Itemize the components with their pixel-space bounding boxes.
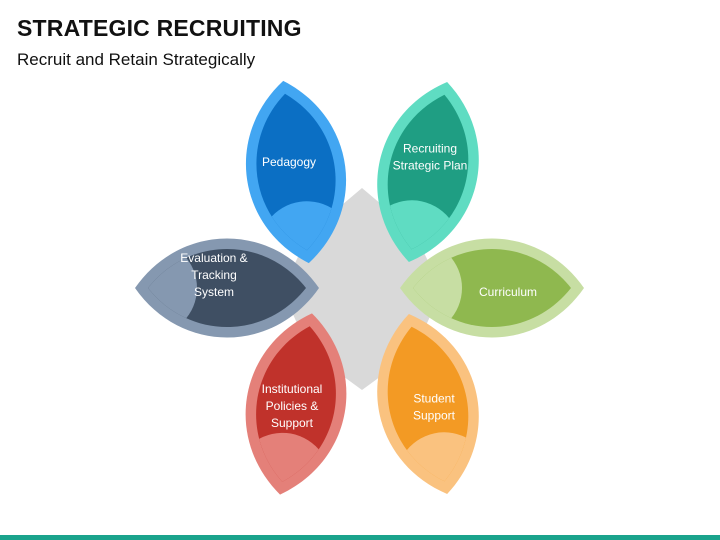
petal-label-evaluation: System: [194, 285, 234, 299]
petal-label-curriculum: Curriculum: [479, 285, 537, 299]
petal-label-student: Support: [413, 409, 456, 423]
petal-pedagogy: Pedagogy: [245, 80, 347, 264]
petal-label-student: Student: [413, 392, 455, 406]
petal-label-pedagogy: Pedagogy: [262, 155, 316, 169]
petal-label-policies: Policies &: [266, 399, 319, 413]
slide-subtitle: Recruit and Retain Strategically: [17, 50, 256, 69]
petal-label-policies: Support: [271, 416, 314, 430]
petal-curriculum: Curriculum: [400, 238, 584, 338]
footer-accent-bar: [0, 535, 720, 540]
petal-label-recruiting: Strategic Plan: [393, 159, 468, 173]
slide-title: STRATEGIC RECRUITING: [17, 15, 302, 41]
petal-label-evaluation: Evaluation &: [180, 251, 247, 265]
petal-label-recruiting: Recruiting: [403, 142, 457, 156]
petal-label-evaluation: Tracking: [191, 268, 237, 282]
petal-label-policies: Institutional: [262, 382, 323, 396]
